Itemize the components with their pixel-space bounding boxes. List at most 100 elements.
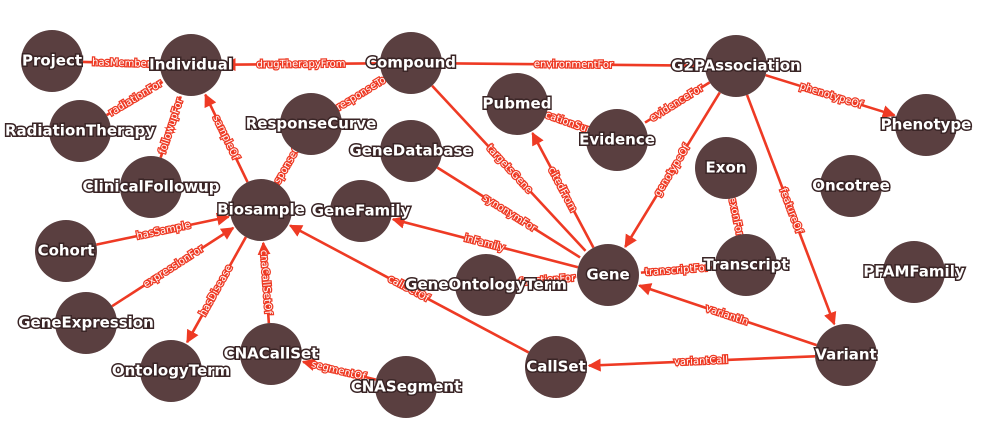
node-circle[interactable] (230, 179, 292, 241)
edge-expressionFor (111, 226, 235, 308)
node-OntologyTerm[interactable]: OntologyTerm (110, 340, 232, 402)
node-circle[interactable] (55, 292, 117, 354)
node-circle[interactable] (695, 137, 757, 199)
node-GeneOntologyTerm[interactable]: GeneOntologyTerm (404, 254, 568, 316)
node-label: GeneDatabase (349, 142, 472, 160)
edge-sampleOf (204, 93, 249, 183)
node-circle[interactable] (330, 180, 392, 242)
edge-label-genotypeOf: genotypeOf (652, 142, 692, 198)
node-circle[interactable] (49, 100, 111, 162)
edge-label-synonymFor: synonymFor (480, 192, 538, 234)
node-circle[interactable] (280, 93, 342, 155)
node-Compound[interactable]: Compound (364, 32, 458, 94)
node-GeneDatabase[interactable]: GeneDatabase (348, 120, 474, 182)
edge-evidenceFor (644, 81, 711, 124)
edge-publicationSupport (547, 113, 589, 131)
node-circle[interactable] (455, 254, 517, 316)
node-Individual[interactable]: Individual (148, 34, 234, 96)
edge-responseTo (336, 79, 384, 109)
edge-label-targetsGene: targetsGene (484, 143, 534, 196)
edge-label-hasMember: hasMember (92, 57, 152, 70)
edge-responseOf (276, 150, 297, 183)
node-label: PFAMFamily (863, 263, 964, 281)
node-circle[interactable] (820, 155, 882, 217)
node-label: Phenotype (881, 116, 972, 134)
node-circle[interactable] (240, 323, 302, 385)
node-GeneFamily[interactable]: GeneFamily (310, 180, 412, 242)
node-Project[interactable]: Project (20, 30, 84, 92)
edge-label-environmentFor: environmentFor (534, 59, 614, 71)
edge-inFamily (391, 215, 579, 269)
node-circle[interactable] (525, 336, 587, 398)
node-Gene[interactable]: Gene (577, 244, 639, 306)
edge-label-featureOf: featureOf (777, 187, 804, 236)
edge-exonFor (730, 198, 741, 233)
nodes-layer: Project Individual Compound G2PAssociationR… (3, 30, 973, 418)
node-circle[interactable] (35, 220, 97, 282)
edge-followupFor (159, 95, 182, 158)
edge-label-evidenceFor: evidenceFor (648, 82, 706, 124)
node-label: Cohort (38, 242, 95, 260)
node-label: Transcript (703, 256, 788, 274)
node-PFAMFamily[interactable]: PFAMFamily (862, 241, 966, 303)
edge-cnaCallSetOf (257, 241, 271, 324)
node-circle[interactable] (375, 356, 437, 418)
node-label: RadiationTherapy (5, 122, 155, 140)
edge-label-cnaCallSetOf: cnaCallSetOf (258, 250, 274, 316)
node-ResponseCurve[interactable]: ResponseCurve (244, 93, 378, 155)
edge-label-hasSample: hasSample (135, 220, 191, 242)
node-ClinicalFollowup[interactable]: ClinicalFollowup (81, 156, 221, 218)
edge-genotypeOf (624, 91, 721, 248)
node-circle[interactable] (140, 340, 202, 402)
node-Phenotype[interactable]: Phenotype (879, 94, 973, 156)
edge-label-transcriptFor: transcriptFor (645, 263, 710, 279)
node-Biosample[interactable]: Biosample (216, 179, 306, 241)
node-Pubmed[interactable]: Pubmed (481, 73, 553, 135)
node-circle[interactable] (586, 109, 648, 171)
node-label: ResponseCurve (246, 115, 377, 133)
node-Variant[interactable]: Variant (814, 324, 878, 386)
edge-label-variantIn: variantIn (704, 303, 750, 328)
edge-label-drugTherapyFrom: drugTherapyFrom (256, 59, 345, 71)
node-circle[interactable] (895, 94, 957, 156)
node-label: GeneOntologyTerm (405, 276, 567, 294)
node-label: ClinicalFollowup (82, 178, 219, 196)
node-circle[interactable] (486, 73, 548, 135)
edge-hasSample (96, 212, 230, 246)
edge-hasDisease (185, 236, 248, 344)
node-circle[interactable] (380, 120, 442, 182)
node-Oncotree[interactable]: Oncotree (811, 155, 891, 217)
node-CNASegment[interactable]: CNASegment (349, 356, 463, 418)
node-circle[interactable] (21, 30, 83, 92)
node-Transcript[interactable]: Transcript (702, 234, 790, 296)
edge-functionFor (516, 276, 576, 284)
node-Exon[interactable]: Exon (695, 137, 757, 199)
node-Cohort[interactable]: Cohort (35, 220, 97, 282)
edge-featureOf (745, 94, 837, 326)
node-GeneExpression[interactable]: GeneExpression (17, 292, 155, 354)
node-circle[interactable] (160, 34, 222, 96)
node-CNACallSet[interactable]: CNACallSet (222, 323, 320, 385)
edge-hasMember (82, 60, 159, 66)
edges-layer (82, 58, 896, 381)
node-circle[interactable] (120, 156, 182, 218)
edge-label-phenotypeOf: phenotypeOf (798, 81, 864, 111)
node-CallSet[interactable]: CallSet (525, 336, 587, 398)
node-circle[interactable] (577, 244, 639, 306)
edge-label-expressionFor: expressionFor (142, 243, 207, 291)
node-circle[interactable] (715, 234, 777, 296)
edge-citedFrom (531, 131, 595, 249)
node-label: OntologyTerm (112, 362, 230, 380)
node-label: GeneExpression (18, 314, 154, 332)
node-circle[interactable] (883, 241, 945, 303)
node-RadiationTherapy[interactable]: RadiationTherapy (3, 100, 157, 162)
node-label: Variant (815, 346, 876, 364)
node-circle[interactable] (815, 324, 877, 386)
node-circle[interactable] (705, 35, 767, 97)
node-Evidence[interactable]: Evidence (578, 109, 656, 171)
edge-label-hasDisease: hasDisease (198, 263, 235, 318)
node-circle[interactable] (380, 32, 442, 94)
node-G2PAssociation[interactable]: G2PAssociation (670, 35, 802, 97)
